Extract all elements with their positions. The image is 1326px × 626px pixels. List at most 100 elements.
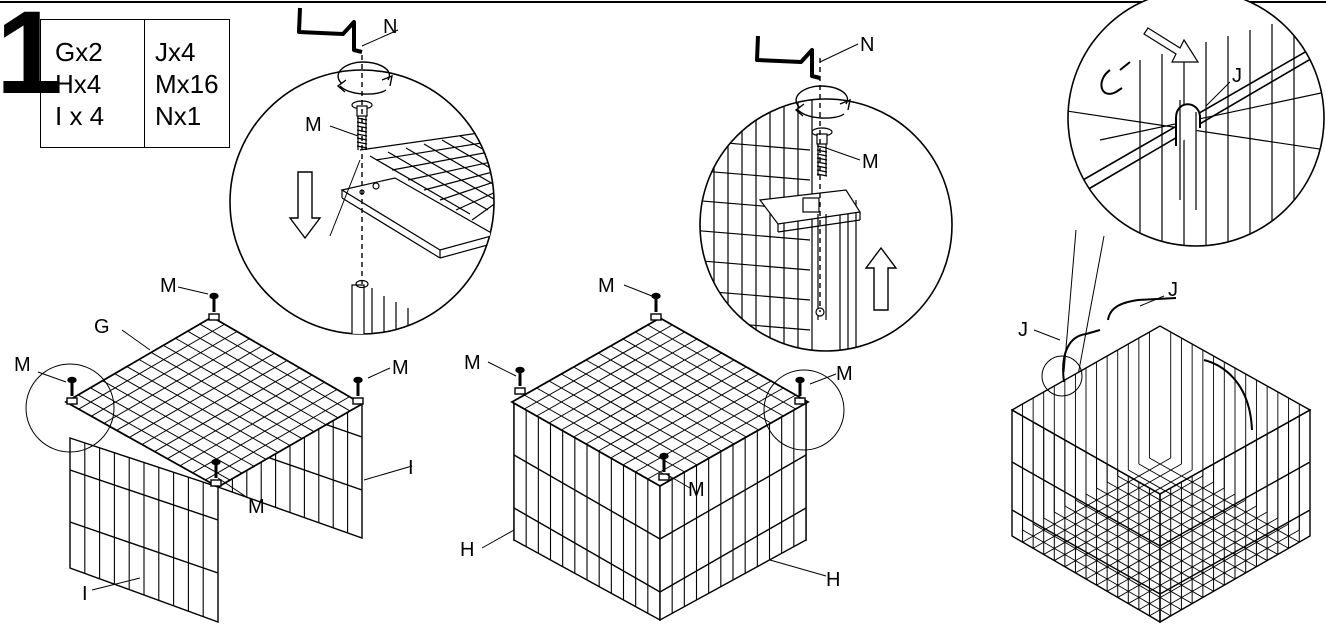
panel-2-assembly (481, 35, 953, 622)
wire-line (114, 373, 267, 460)
wire-line (635, 331, 784, 417)
wire-line (561, 373, 710, 459)
parts-list-item: I x 4 (55, 100, 105, 131)
wire-line (369, 155, 471, 215)
wire-line (816, 157, 828, 161)
wire-line (598, 352, 747, 438)
detail-highlight-circle (763, 369, 845, 451)
wire-line (187, 330, 339, 419)
callout-m: M (598, 275, 615, 297)
wire-line (816, 165, 828, 169)
callout-n: N (860, 34, 874, 56)
callout-m: M (248, 496, 265, 518)
corner-plate (352, 397, 364, 405)
callout-m: M (862, 151, 879, 173)
arrow-up-icon (864, 246, 898, 311)
wire-line (622, 338, 772, 424)
wire-line (816, 149, 828, 153)
assembled-cage (1010, 297, 1312, 624)
wire-line (163, 344, 315, 433)
corner-plate (210, 479, 222, 487)
wire-line (423, 169, 494, 191)
top-grid-panel (64, 315, 364, 489)
parts-list-box: Gx2 Hx4 I x 4 Jx4 Mx16 Nx1 (40, 19, 230, 148)
panel-1-assembly (25, 7, 596, 624)
arrow-down-icon (288, 171, 322, 240)
callout-h: H (460, 539, 474, 561)
wire-line (816, 169, 828, 173)
callout-m: M (305, 114, 322, 136)
parts-list-item: Mx16 (155, 68, 219, 99)
wire-line (175, 337, 327, 426)
detail-highlight-circle (1041, 355, 1083, 397)
wire-line (405, 147, 494, 207)
wire-line (150, 351, 303, 440)
wire-line (816, 161, 828, 165)
wire-line (138, 359, 291, 446)
wire-line (126, 366, 279, 453)
callout-m: M (160, 275, 177, 297)
parts-list-left-column: Gx2 Hx4 I x 4 (41, 20, 145, 147)
corner-plate (794, 397, 806, 405)
parts-list-item: Nx1 (155, 100, 202, 131)
callout-m: M (392, 357, 409, 379)
wire-line (471, 199, 494, 221)
wire-line (610, 345, 759, 431)
corner-plate (658, 473, 670, 481)
corner-plate (650, 313, 662, 321)
wire-line (356, 133, 368, 137)
rotate-clockwise-icon (794, 85, 851, 119)
wire-line (816, 145, 828, 149)
wire-line (536, 387, 685, 473)
wire-line (816, 153, 828, 157)
wire-line (459, 135, 494, 195)
panel-3-assembly (1010, 0, 1325, 624)
callout-i: I (408, 457, 414, 479)
allen-key-tool (297, 7, 363, 54)
wire-line (375, 139, 494, 161)
allen-key-tool (755, 35, 821, 80)
wire-line (816, 173, 828, 177)
wire-line (496, 128, 596, 186)
wire-line (387, 151, 489, 211)
detail-view-top-fastening (229, 55, 596, 335)
callout-m: M (464, 352, 481, 374)
corner-plate (208, 313, 220, 321)
corner-plate (514, 387, 526, 395)
callout-j: J (1232, 65, 1242, 87)
wire-line (423, 143, 494, 203)
parts-list-item: Jx4 (155, 36, 196, 67)
corner-plate (66, 397, 78, 405)
parts-list-right-column: Jx4 Mx16 Nx1 (145, 20, 229, 147)
wire-line (647, 324, 796, 410)
wire-line (356, 141, 368, 145)
step-number: 1 (0, 0, 62, 119)
arrow-diagonal-icon (1143, 27, 1200, 63)
parts-list-item: Hx4 (55, 68, 102, 99)
callout-m: M (14, 354, 31, 376)
wire-line (548, 380, 698, 466)
wire-line (455, 189, 494, 211)
wire-line (700, 259, 811, 271)
callout-j: J (1018, 319, 1028, 341)
detail-highlight-circle (25, 363, 115, 453)
wire-line (524, 394, 673, 480)
callout-j: J (1168, 279, 1178, 301)
callout-m: M (836, 363, 853, 385)
top-grid-panel (510, 316, 810, 488)
detail-view-bottom-fastening (699, 58, 953, 352)
wire-line (102, 380, 255, 467)
wire-line (573, 366, 722, 452)
wire-line (585, 359, 735, 445)
callout-m: M (688, 479, 705, 501)
wire-line (77, 394, 231, 481)
parts-list-item: Gx2 (55, 36, 103, 67)
wire-line (199, 323, 351, 412)
side-panel-front-left (513, 400, 661, 622)
wire-line (700, 229, 811, 241)
callout-n: N (383, 16, 397, 38)
side-panel-left (69, 437, 219, 624)
detail-view-hook-connection (1063, 0, 1325, 387)
